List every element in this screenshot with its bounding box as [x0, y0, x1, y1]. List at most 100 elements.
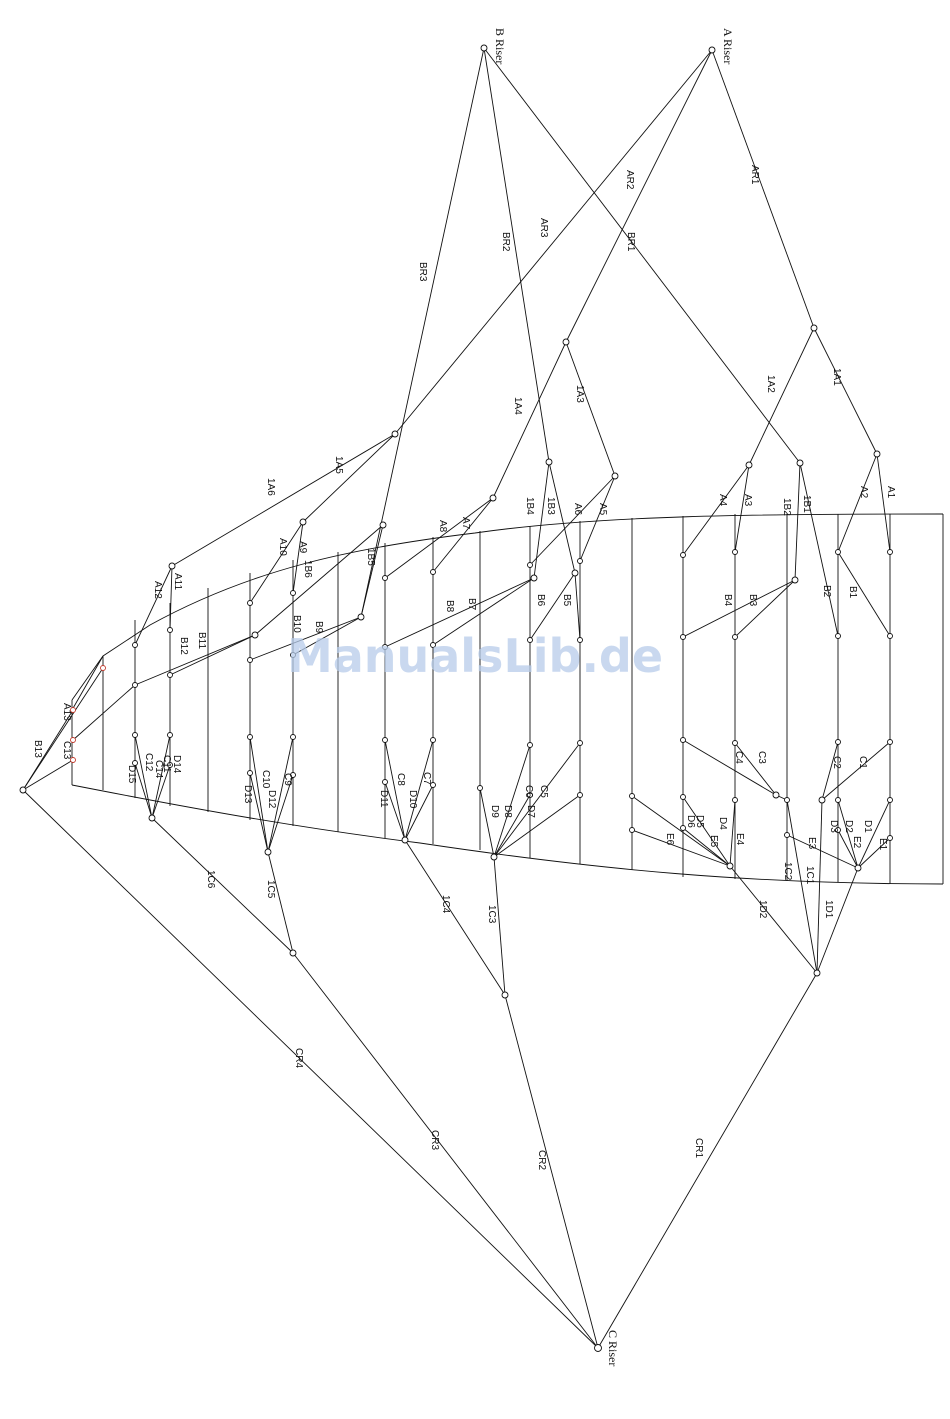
line-1C5	[267, 851, 294, 954]
line-AR1	[711, 49, 815, 329]
line-B7	[432, 577, 535, 646]
node	[19, 786, 27, 794]
line-1A2	[748, 327, 815, 466]
label-D1: D1	[862, 820, 873, 833]
node	[357, 613, 365, 621]
node	[430, 782, 436, 788]
node	[382, 575, 388, 581]
node-b-riser	[480, 44, 488, 52]
line-B4	[682, 579, 796, 638]
node	[887, 835, 893, 841]
node	[680, 825, 686, 831]
node	[167, 762, 173, 768]
node-red	[70, 707, 76, 713]
node	[577, 637, 583, 643]
label-A11: A11	[172, 573, 183, 590]
node	[577, 740, 583, 746]
cell-ribs	[102, 514, 891, 884]
label-AR1: AR1	[749, 165, 760, 185]
label-D7: D7	[525, 805, 536, 818]
line-C10	[249, 736, 269, 853]
label-C8: C8	[395, 773, 406, 786]
label-D3: D3	[828, 820, 839, 833]
label-C2: C2	[831, 756, 842, 769]
node	[382, 737, 388, 743]
line-B12	[134, 634, 256, 686]
node	[290, 652, 296, 658]
label-CR2: CR2	[536, 1150, 547, 1170]
node	[854, 864, 862, 872]
line-D13	[249, 772, 269, 853]
label-B1: B1	[847, 586, 858, 599]
label-1B2: 1B2	[781, 498, 792, 516]
label-A1: A1	[885, 486, 896, 499]
label-B3: B3	[747, 594, 758, 607]
node	[571, 569, 579, 577]
line-B8	[384, 577, 535, 648]
label-E5: E5	[708, 835, 719, 848]
label-D10: D10	[407, 790, 418, 809]
node	[290, 772, 296, 778]
node	[887, 797, 893, 803]
line-B11	[169, 634, 256, 676]
line-labels: AR1 AR2 AR3 BR1 BR2 BR3 1A1 1A2 1A3 1A4 …	[32, 165, 896, 1170]
label-1A5: 1A5	[333, 456, 344, 474]
node	[430, 642, 436, 648]
label-E4: E4	[734, 833, 745, 846]
line-D1	[857, 799, 891, 869]
line-D4	[729, 799, 736, 867]
node-red	[100, 665, 106, 671]
node	[527, 637, 533, 643]
node	[132, 760, 138, 766]
label-E1: E1	[877, 838, 888, 851]
node	[527, 792, 533, 798]
line-A5	[579, 475, 616, 562]
line-C13	[22, 759, 74, 791]
node	[611, 472, 619, 480]
node	[527, 562, 533, 568]
line-C6	[493, 744, 531, 858]
label-1A6: 1A6	[265, 478, 276, 496]
node	[167, 672, 173, 678]
line-B3	[734, 579, 796, 638]
line-D8	[493, 794, 531, 858]
line-C1	[821, 741, 891, 801]
label-D12: D12	[266, 790, 277, 809]
node	[430, 737, 436, 743]
line-1A5	[302, 433, 396, 523]
node	[732, 740, 738, 746]
line-1C2	[786, 799, 818, 974]
node	[732, 797, 738, 803]
node	[784, 797, 790, 803]
line-1B1	[794, 462, 801, 581]
node	[264, 848, 272, 856]
node	[577, 558, 583, 564]
line-B6	[529, 572, 576, 641]
node	[680, 634, 686, 640]
node	[251, 631, 259, 639]
label-A2: A2	[858, 486, 869, 499]
label-1B6: 1B6	[302, 560, 313, 578]
label-B11: B11	[196, 632, 207, 649]
label-CR1: CR1	[693, 1138, 704, 1158]
node	[477, 785, 483, 791]
line-BR2	[483, 47, 550, 463]
line-CR4	[22, 789, 599, 1349]
line-C11	[151, 734, 171, 819]
line-D5	[682, 796, 731, 867]
node-c-riser	[594, 1344, 602, 1352]
line-B9	[292, 616, 362, 656]
label-A5: A5	[597, 503, 608, 516]
line-B10	[249, 616, 362, 661]
label-B8: B8	[444, 600, 455, 613]
node	[680, 794, 686, 800]
junction-nodes	[19, 44, 893, 1352]
line-B5	[574, 572, 581, 641]
label-B2: B2	[821, 585, 832, 598]
node	[887, 739, 893, 745]
node	[887, 633, 893, 639]
riser-label-c: C Riser	[606, 1330, 620, 1366]
label-C11: C11	[161, 755, 172, 773]
label-A7: A7	[460, 517, 471, 530]
node	[391, 430, 399, 438]
